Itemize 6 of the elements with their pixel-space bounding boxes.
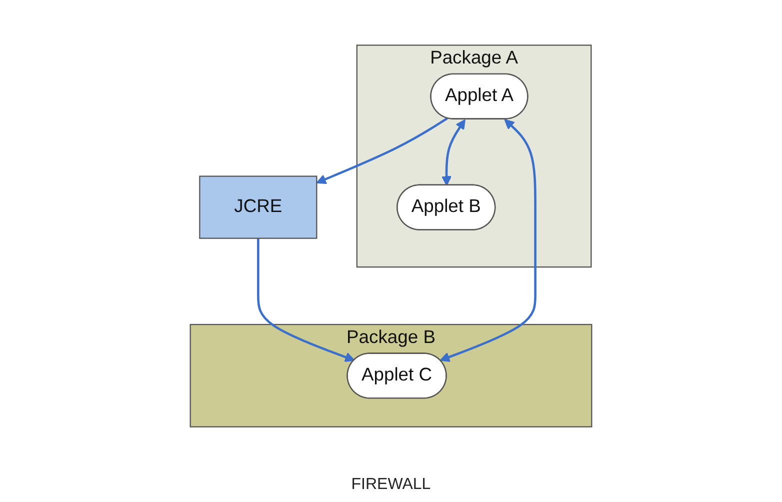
- firewall-label: FIREWALL: [351, 476, 431, 494]
- arrow: [257, 238, 355, 362]
- arrow: [316, 117, 448, 184]
- arrow: [440, 119, 536, 362]
- arrow: [442, 119, 466, 186]
- node-box: JCRE: [199, 176, 318, 239]
